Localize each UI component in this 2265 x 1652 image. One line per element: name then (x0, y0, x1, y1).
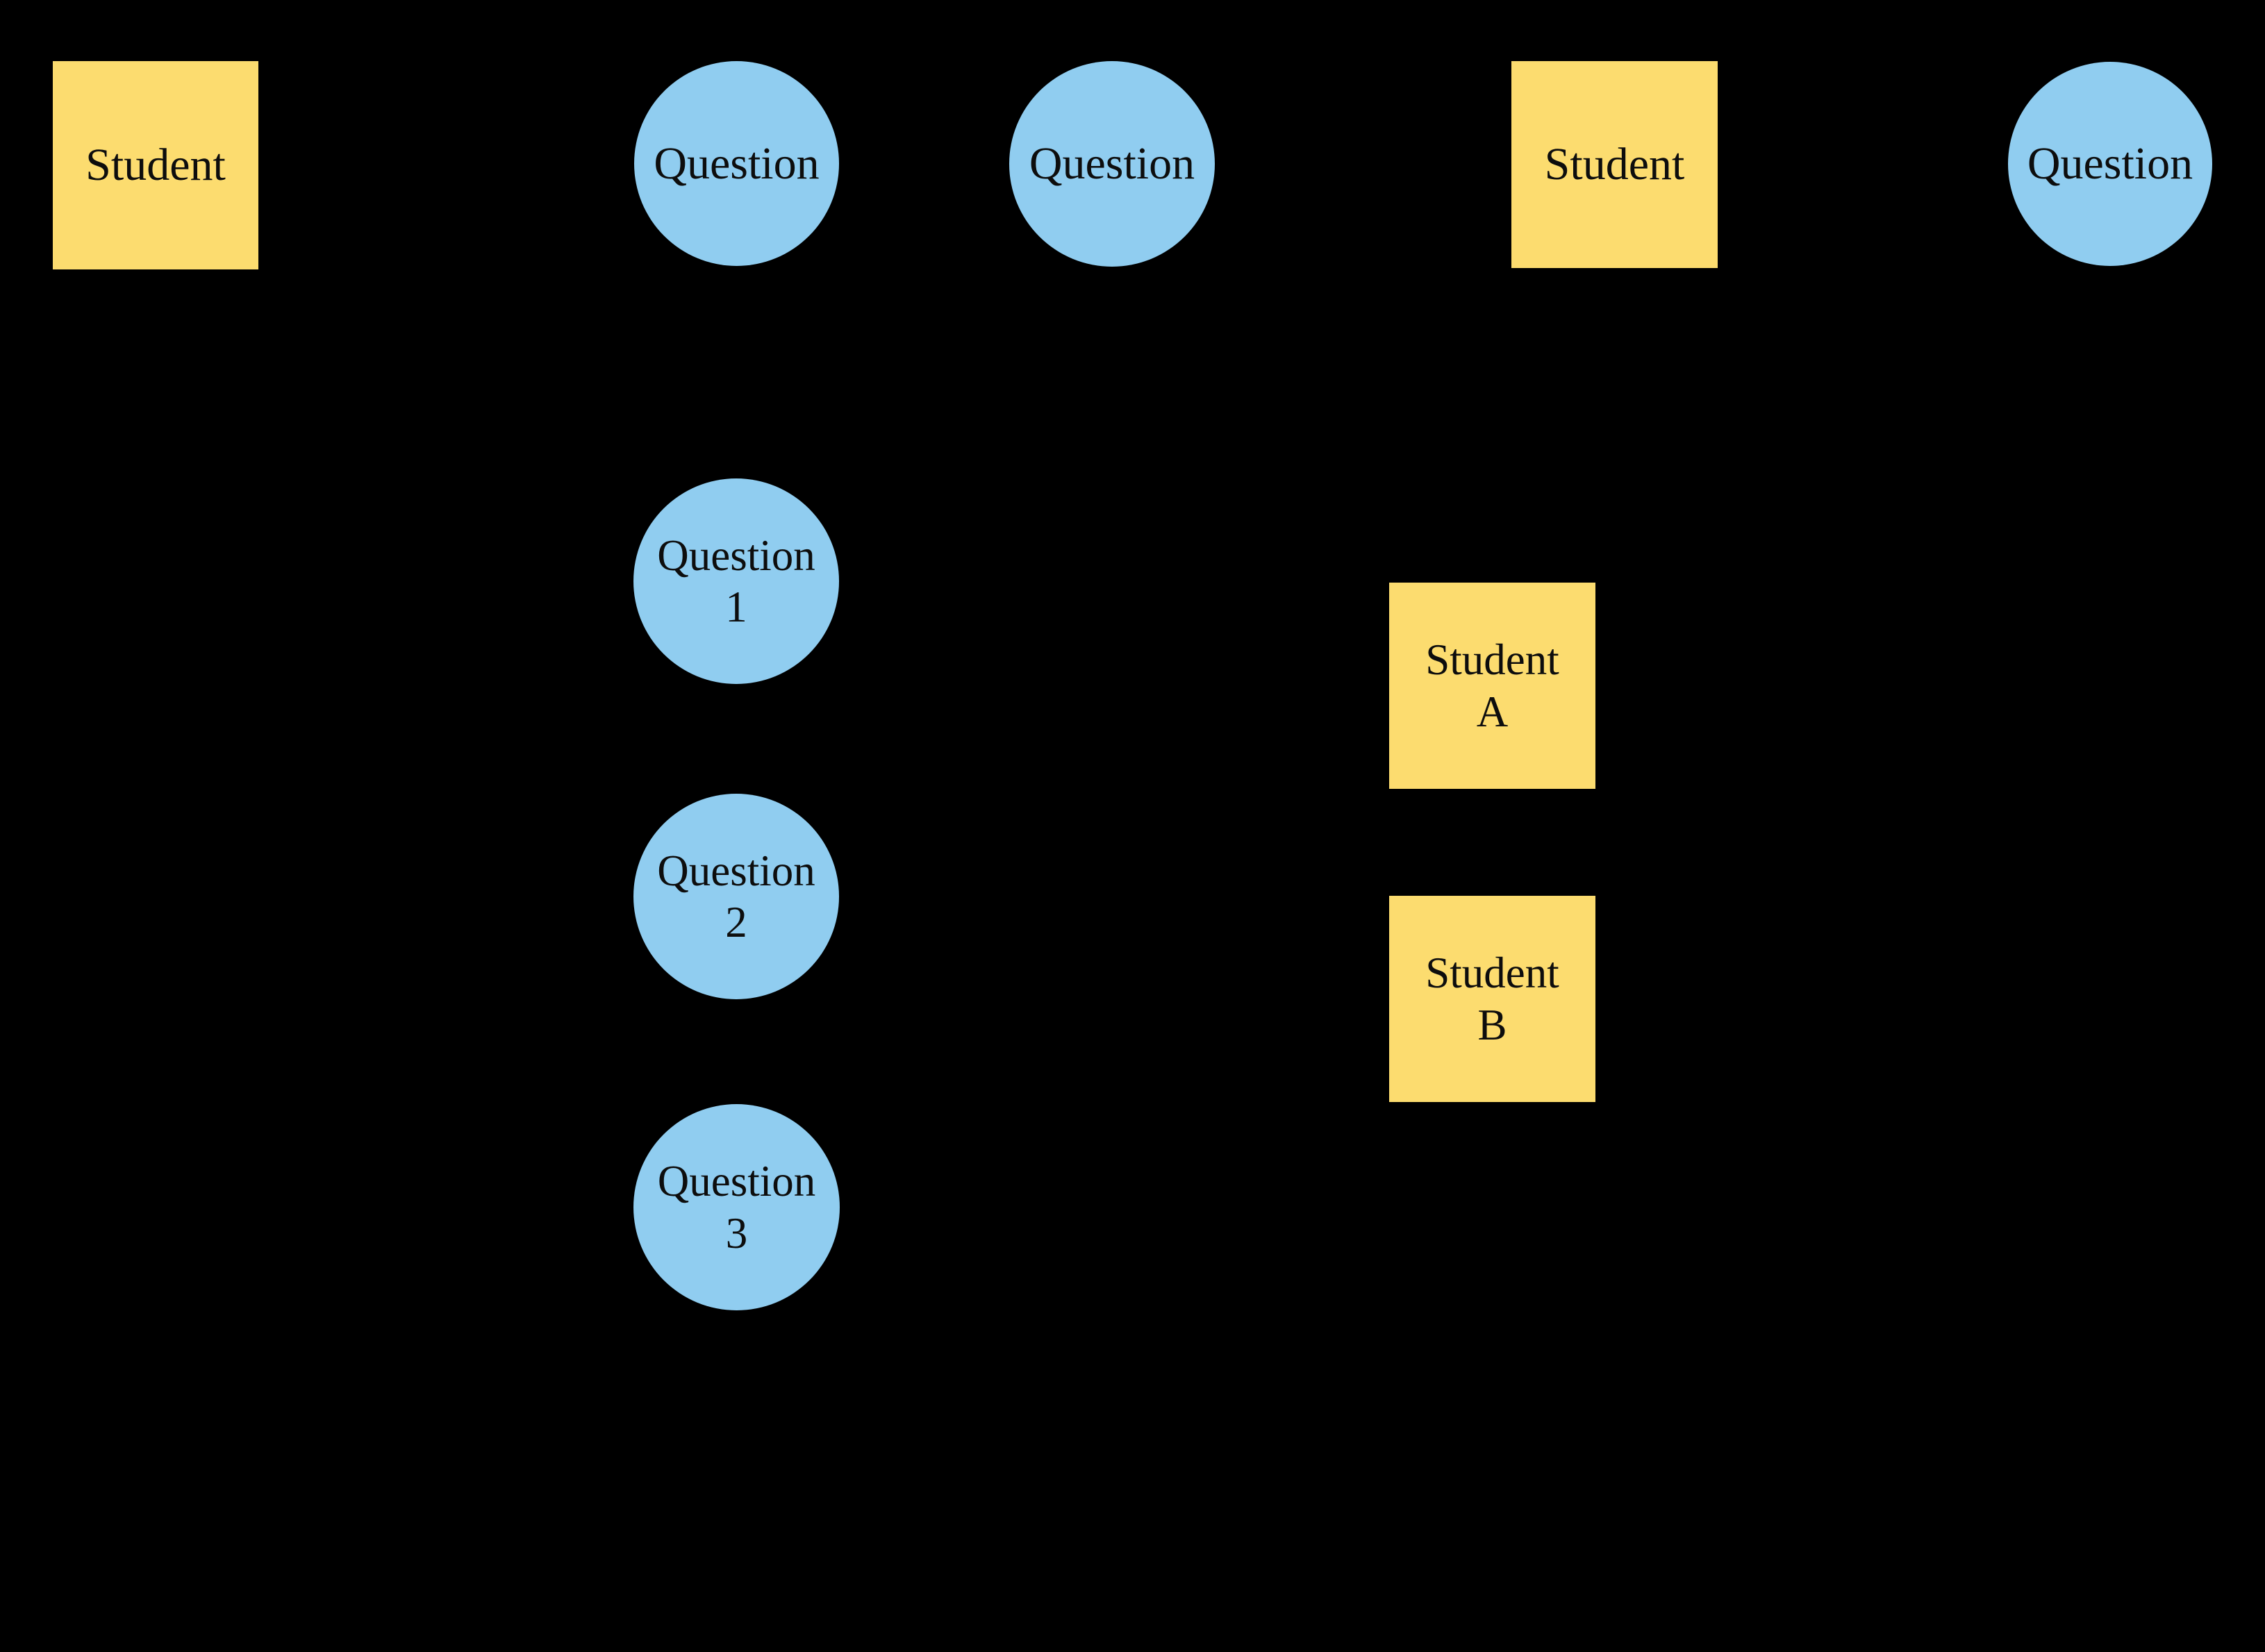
node-label: Student (85, 140, 226, 191)
node-label: Question (1029, 138, 1195, 190)
node-label: Question 3 (657, 1157, 816, 1258)
node-student-top-right[interactable]: Student (1511, 61, 1718, 268)
node-student-top-left[interactable]: Student (53, 61, 258, 269)
node-label: Student A (1425, 635, 1559, 736)
node-label: Student (1544, 139, 1685, 190)
node-label: Question (2027, 138, 2193, 190)
node-label: Student B (1425, 949, 1559, 1049)
node-question-top-2[interactable]: Question (1009, 61, 1215, 267)
node-label: Question 2 (657, 846, 815, 946)
node-question-top-1[interactable]: Question (634, 61, 839, 266)
node-student-b[interactable]: Student B (1389, 896, 1595, 1102)
node-label: Question (654, 137, 820, 189)
node-question-2[interactable]: Question 2 (633, 794, 839, 999)
node-question-top-3[interactable]: Question (2008, 62, 2212, 266)
node-label: Question 1 (657, 531, 815, 631)
node-student-a[interactable]: Student A (1389, 583, 1595, 789)
node-question-1[interactable]: Question 1 (633, 478, 839, 684)
node-question-3[interactable]: Question 3 (633, 1104, 840, 1310)
